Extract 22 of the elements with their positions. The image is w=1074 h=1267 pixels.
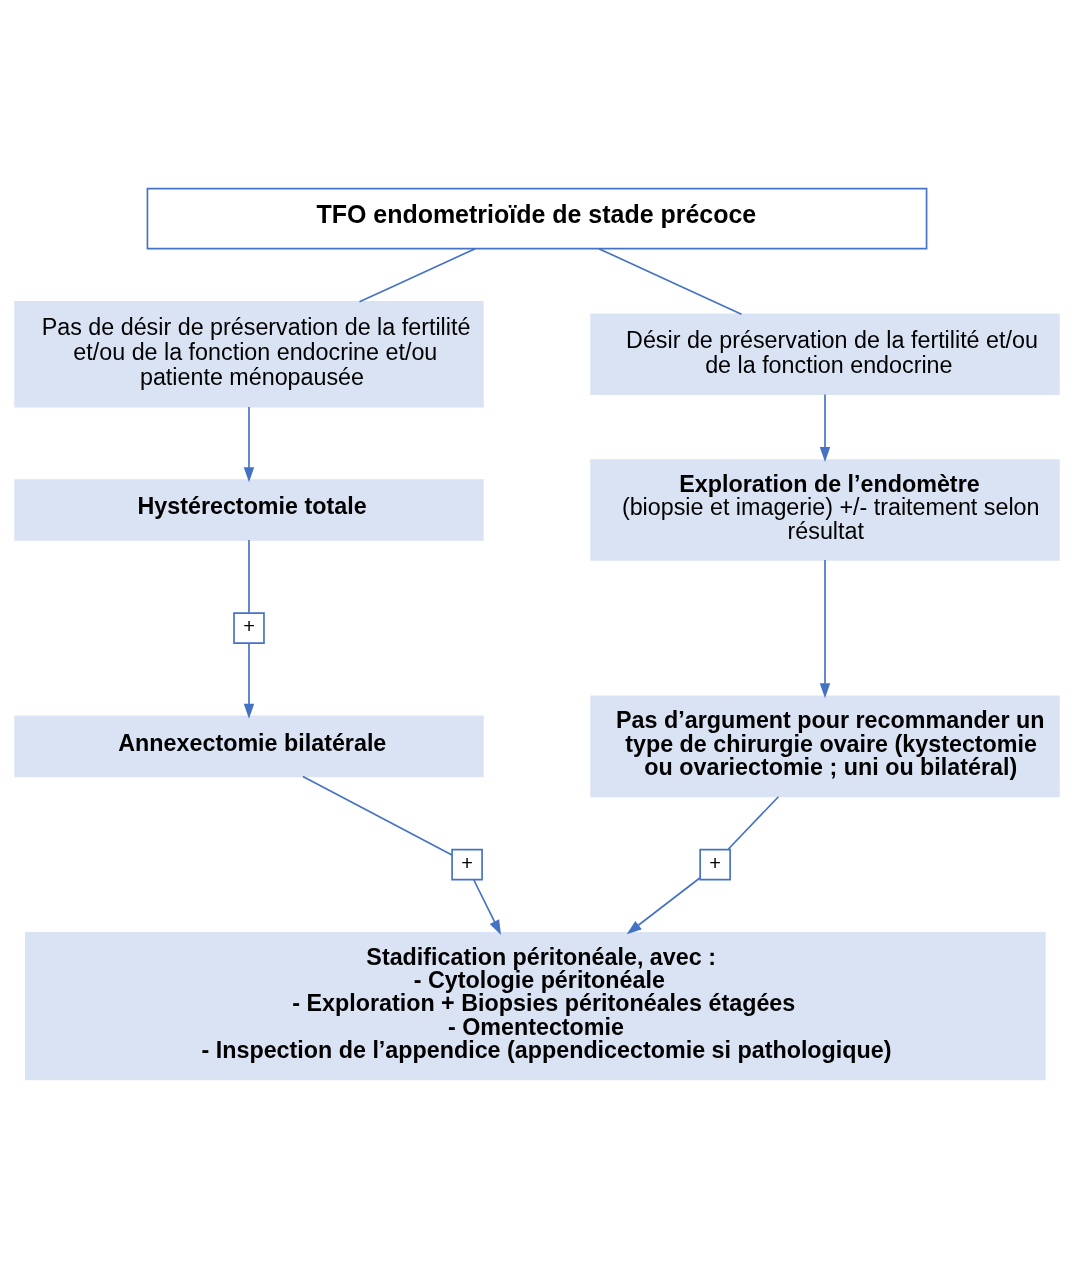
arrow bbox=[626, 876, 701, 934]
connector bbox=[248, 538, 250, 614]
node-box: TFO endometrioïde de stade précoce bbox=[146, 187, 928, 249]
arrow bbox=[819, 558, 831, 698]
arrow bbox=[473, 878, 502, 935]
node-box: Pas d’argument pour recommander un type de chirurgie ovaire (kystectomie ou ovariectomie ; uni ou bilatéral) bbox=[590, 695, 1060, 797]
connector bbox=[597, 247, 743, 315]
arrow bbox=[243, 642, 255, 719]
arrow bbox=[243, 405, 255, 482]
node-box: Hystérectomie totale bbox=[14, 478, 484, 541]
connector bbox=[358, 247, 477, 303]
node-box: Stadification péritonéale, avec : - Cytologie péritonéale - Exploration + Biopsies péritonéales étagées - Omentectomie - Inspection de l’appendice (appendicectomie si pathologique) bbox=[25, 931, 1046, 1080]
node-box: + bbox=[699, 848, 731, 880]
node-box: Annexectomie bilatérale bbox=[14, 715, 484, 777]
node-box: + bbox=[451, 848, 483, 880]
connector bbox=[302, 775, 453, 856]
node-box: + bbox=[233, 611, 265, 644]
arrow bbox=[819, 393, 831, 462]
node-box: Désir de préservation de la fertilité et/ou de la fonction endocrine bbox=[590, 313, 1060, 395]
node-box: Pas de désir de préservation de la fertilité et/ou de la fonction endocrine et/ou patiente ménopausée bbox=[14, 300, 484, 408]
node-box: Exploration de l’endomètre (biopsie et imagerie) +/- traitement selon résultat bbox=[590, 458, 1060, 561]
connector bbox=[727, 795, 780, 850]
